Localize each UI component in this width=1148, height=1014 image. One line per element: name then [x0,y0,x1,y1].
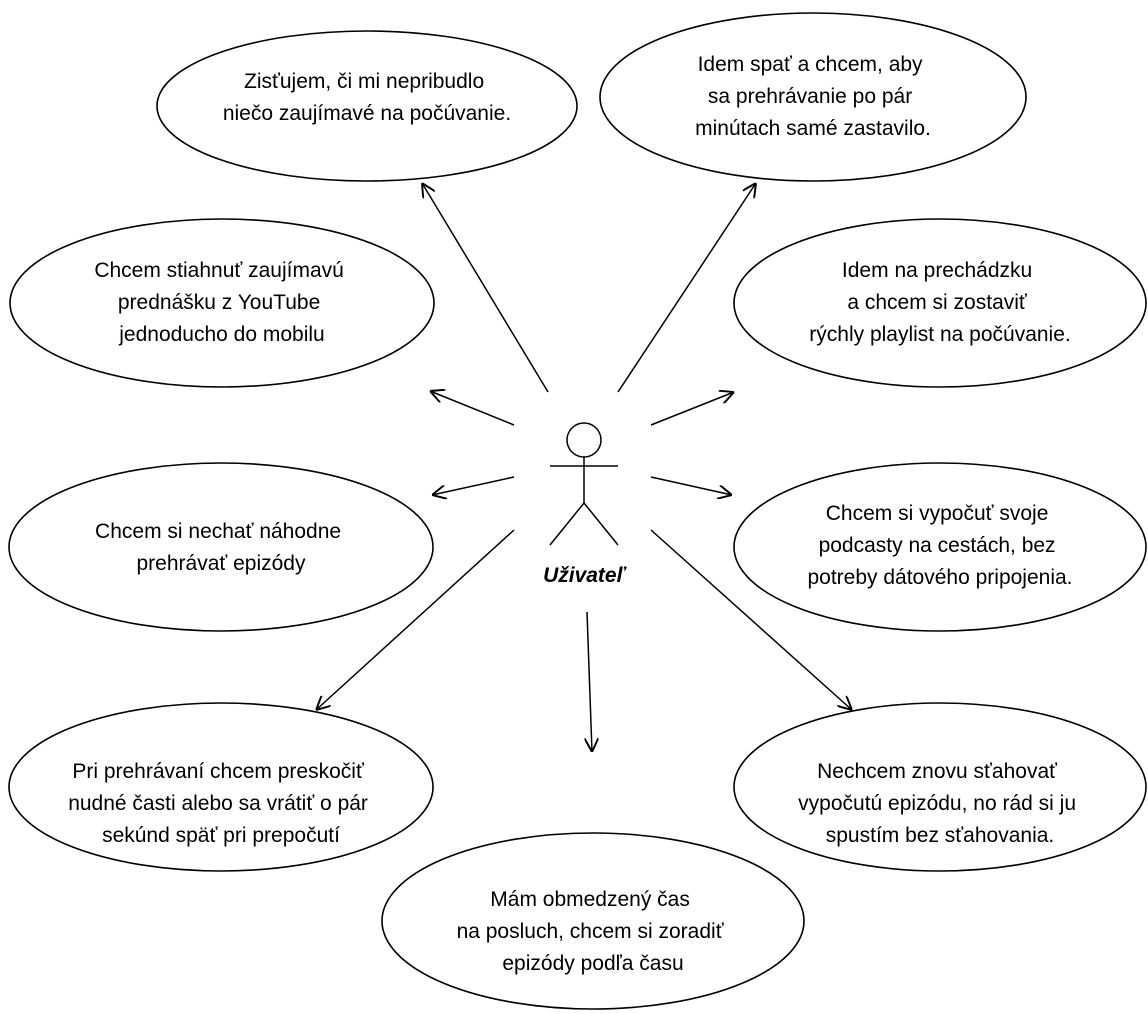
association-arrow [650,476,732,495]
use-case-text: Chcem stiahnuť zaujímavú prednášku z You… [94,259,349,346]
association-arrow [316,529,515,710]
use-case-ellipse [156,30,578,182]
use-case-text: Nechcem znovu sťahovať vypočutú epizódu,… [798,760,1082,847]
use-case: Chcem si vypočuť svoje podcasty na cestá… [733,462,1147,632]
association-arrow [422,183,549,393]
associations [316,183,852,752]
use-case-ellipse [599,12,1027,182]
association-arrow [587,611,592,752]
use-case-ellipse [8,702,434,872]
actor-right-leg [583,502,619,546]
actor-stick-figure [549,422,619,546]
use-case-ellipse [733,462,1147,632]
actor-label: Uživateľ [543,564,628,587]
use-case-text: Zisťujem, či mi nepribudlo niečo zaujíma… [223,70,511,125]
actor-left-leg [549,502,585,546]
use-case: Zisťujem, či mi nepribudlo niečo zaujíma… [156,30,578,182]
association-arrow [650,529,852,710]
association-arrow [430,391,515,426]
use-case: Mám obmedzený čas na posluch, chcem si z… [381,832,805,1010]
use-case: Idem na prechádzku a chcem si zostaviť r… [733,218,1147,388]
use-case: Pri prehrávaní chcem preskočiť nudné čas… [8,702,434,872]
use-case: Chcem si nechať náhodne prehrávať epizód… [8,462,434,632]
association-arrow [650,392,734,426]
use-case: Nechcem znovu sťahovať vypočutú epizódu,… [733,702,1147,872]
use-case-ellipse [381,832,805,1010]
use-case-text: Chcem si nechať náhodne prehrávať epizód… [95,520,347,575]
use-case-text: Pri prehrávaní chcem preskočiť nudné čas… [68,760,374,847]
use-case-text: Idem spať a chcem, aby sa prehrávanie po… [695,53,931,140]
use-case-text: Mám obmedzený čas na posluch, chcem si z… [457,888,730,975]
use-case-text: Idem na prechádzku a chcem si zostaviť r… [809,259,1070,346]
use-case: Idem spať a chcem, aby sa prehrávanie po… [599,12,1027,182]
actor-head [566,422,602,458]
use-case: Chcem stiahnuť zaujímavú prednášku z You… [9,218,435,388]
association-arrow [432,476,515,495]
use-case-ellipse [8,462,434,632]
use-case-ellipse [733,702,1147,872]
use-case-ellipse [733,218,1147,388]
use-case-text: Chcem si vypočuť svoje podcasty na cestá… [807,502,1072,589]
use-case-ellipse [9,218,435,388]
association-arrow [617,183,756,393]
